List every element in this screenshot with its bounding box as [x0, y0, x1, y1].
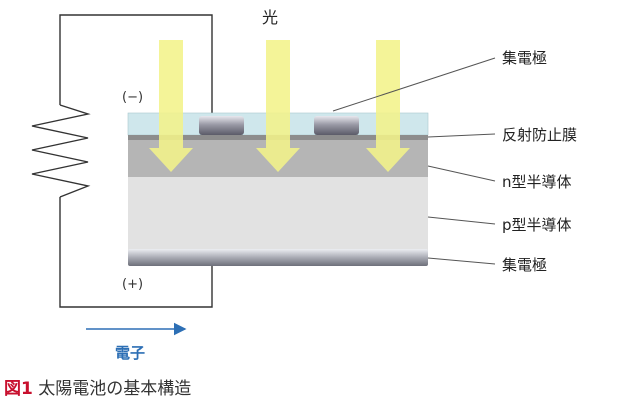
leader-bottom-electrode — [427, 257, 496, 265]
resistor-icon — [31, 104, 91, 198]
leader-p-type — [427, 216, 496, 225]
light-label: 光 — [262, 8, 279, 27]
figure-number: 図1 — [4, 379, 33, 399]
top-electrode-label: 集電極 — [502, 49, 548, 67]
light-arrows — [149, 40, 410, 172]
electron-label: 電子 — [115, 344, 146, 362]
antireflection-label: 反射防止膜 — [502, 126, 578, 144]
bottom-electrode-label: 集電極 — [502, 256, 548, 274]
top-electrode-left — [199, 116, 244, 135]
bottom-electrode — [128, 249, 428, 266]
minus-terminal-label: (−) — [122, 90, 144, 105]
p-type-label: p型半導体 — [502, 216, 572, 234]
light-arrow-left — [149, 40, 193, 172]
leader-top-electrode — [332, 57, 496, 112]
n-type-label: n型半導体 — [502, 173, 572, 191]
leader-n-type — [427, 165, 496, 182]
circuit-wire — [59, 14, 213, 308]
figure-title: 太陽電池の基本構造 — [32, 379, 192, 399]
figure-caption: 図1 太陽電池の基本構造 — [4, 374, 191, 399]
plus-terminal-label: (+) — [122, 277, 144, 292]
light-arrow-center — [256, 40, 300, 172]
top-electrode-right — [314, 116, 359, 135]
leader-antireflection — [427, 133, 496, 138]
light-arrow-right — [366, 40, 410, 172]
leader-lines — [332, 57, 496, 265]
p-type-layer — [128, 177, 428, 251]
